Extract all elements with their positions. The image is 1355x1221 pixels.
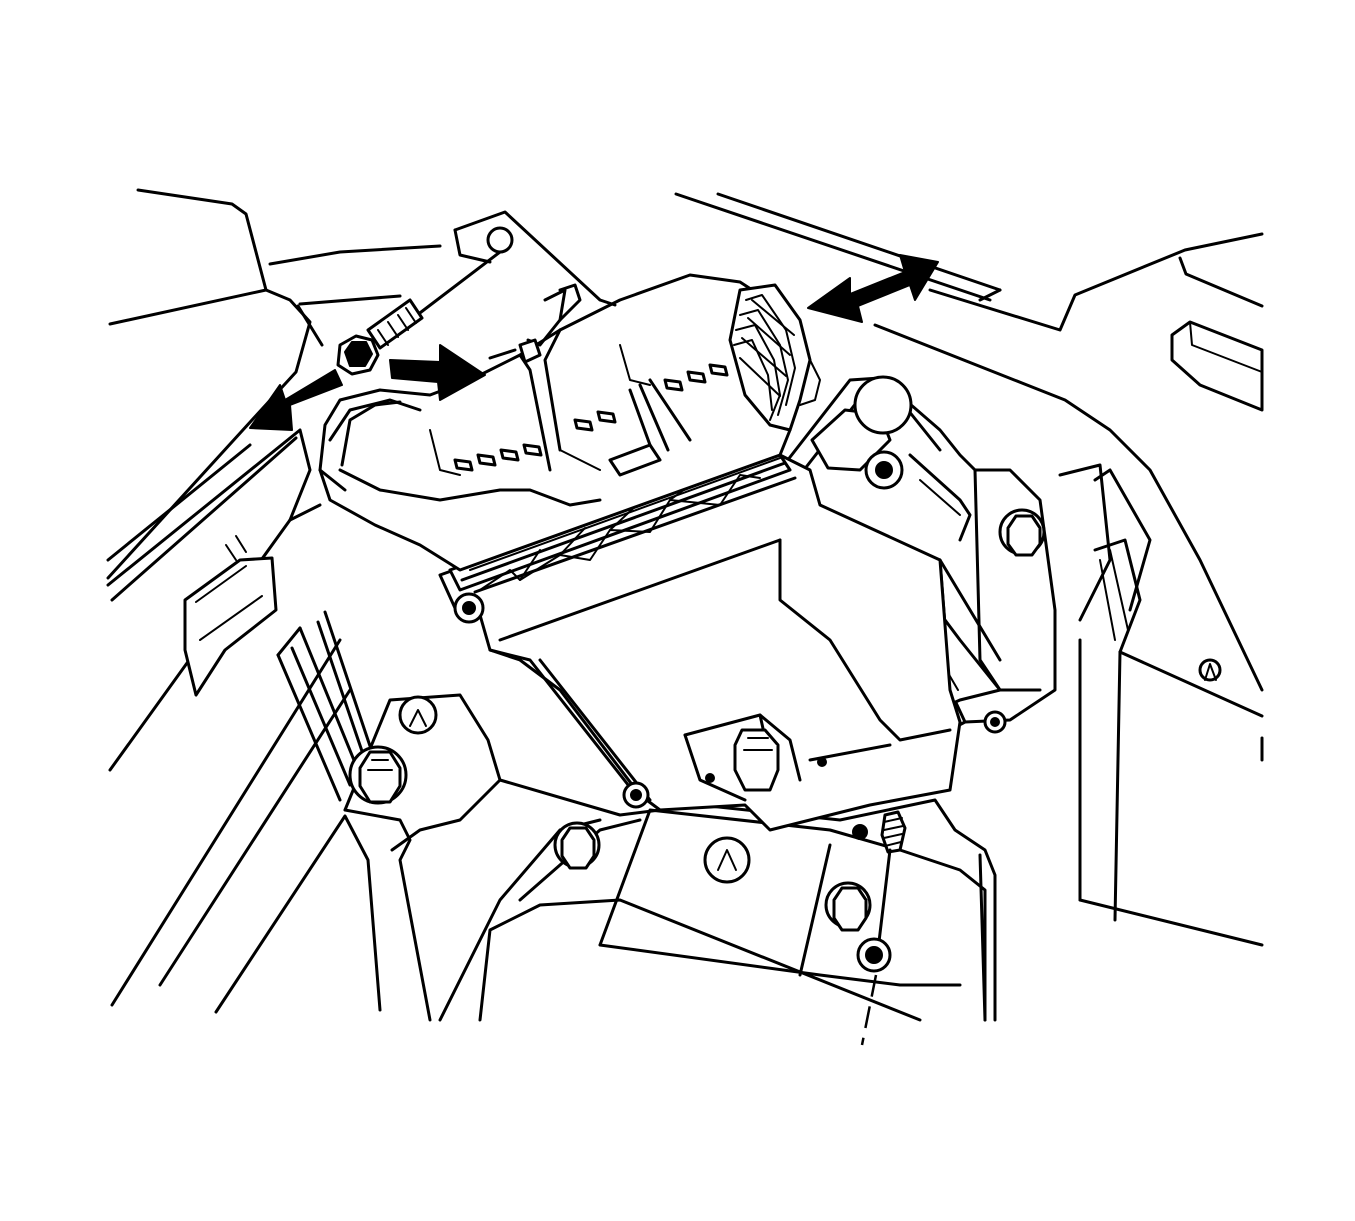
harness-connectors <box>728 283 821 432</box>
left-body-panel <box>106 188 382 1014</box>
connector-shell <box>318 273 792 572</box>
remove-arrow-left <box>249 369 343 431</box>
upper-body-edge <box>268 192 1264 947</box>
left-bracket-nut <box>348 745 408 805</box>
rotate-arrow <box>389 344 486 401</box>
mounting-stud <box>856 810 907 1046</box>
module-front-rail <box>448 453 797 594</box>
mounting-tray <box>343 693 997 1022</box>
slide-arrow <box>807 254 939 323</box>
retaining-bolt <box>336 210 617 376</box>
module-retaining-bolt <box>733 728 780 792</box>
